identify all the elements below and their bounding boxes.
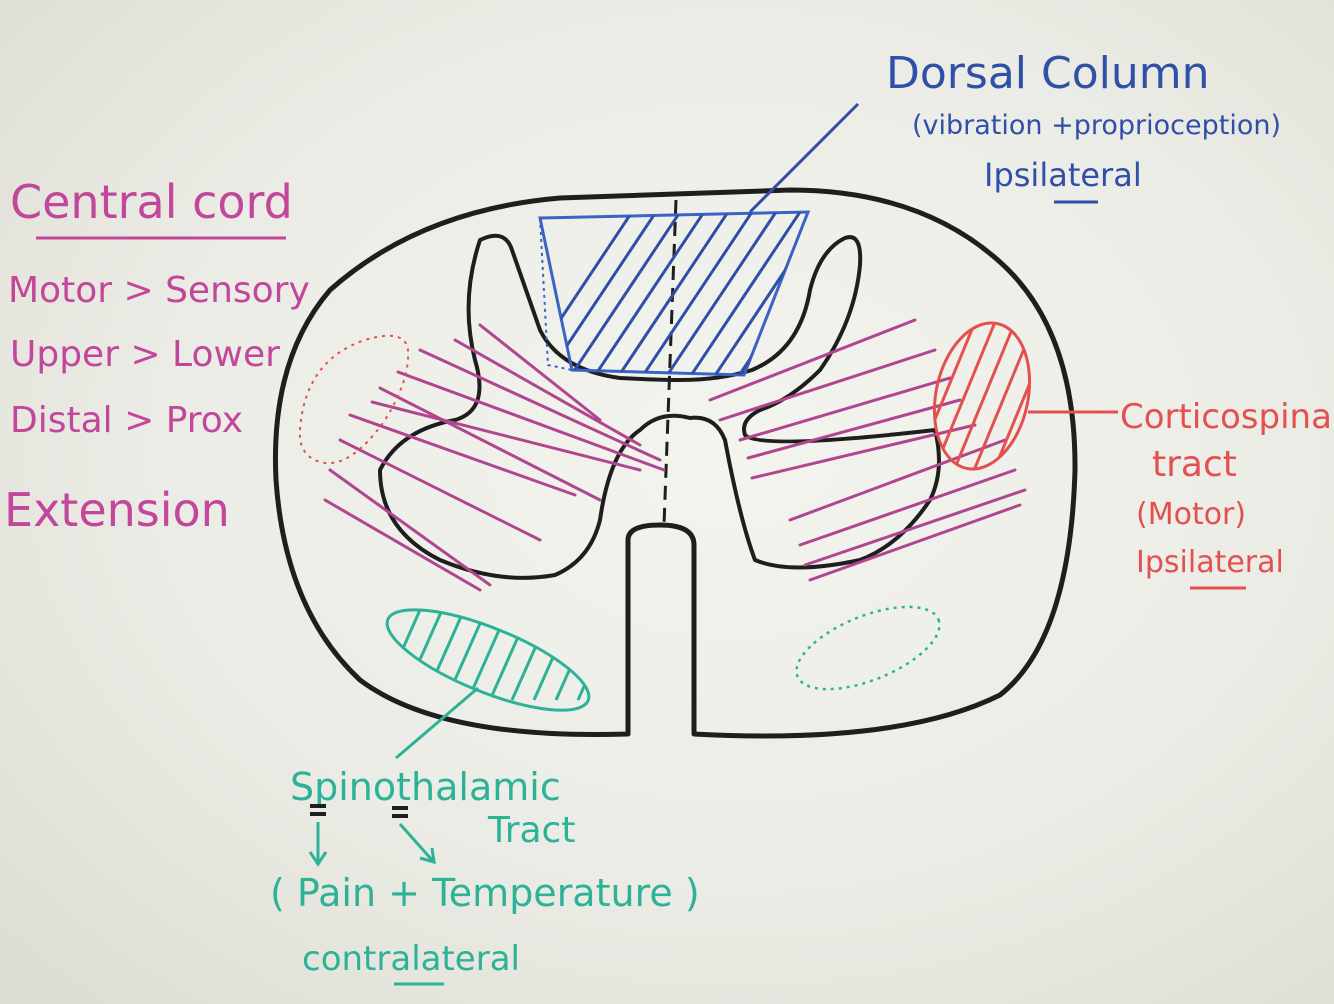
corticospinal-side: Ipsilateral — [1136, 545, 1284, 580]
spinothalamic-hatch-line — [554, 609, 598, 701]
corticospinal-region — [921, 310, 1120, 480]
spinothalamic-hatch-line — [466, 609, 510, 701]
central-cord-stroke — [338, 438, 542, 542]
central-cord-stroke — [348, 413, 577, 497]
central-cord-stroke — [708, 318, 917, 402]
corticospinal-hatch-line — [1028, 314, 1043, 478]
spinothalamic-hatch-line — [400, 609, 444, 701]
spinothalamic-line2: Tract — [487, 810, 575, 851]
central-cord-stroke — [798, 468, 1017, 547]
central-cord-stroke — [746, 398, 962, 460]
spinothalamic-hatch-line — [532, 609, 576, 701]
spinothalamic-hatch-line — [510, 609, 554, 701]
central-cord-stroke — [788, 438, 1007, 522]
spinothalamic-hatch-line — [422, 609, 466, 701]
corticospinal-hatch-line — [948, 314, 1022, 478]
central-cord-stroke — [808, 503, 1022, 582]
central-cord-stroke — [738, 376, 952, 442]
spinothalamic-pointer — [395, 686, 479, 760]
dorsal-hatch-line — [806, 212, 808, 375]
right-spinothalamic-outline — [795, 605, 941, 691]
dorsal-hatch-line — [662, 212, 786, 375]
spinal-cord-outline — [272, 187, 1078, 739]
dorsal-hatch-line — [590, 212, 714, 375]
corticospinal-detail: (Motor) — [1136, 497, 1246, 532]
corticospinal-title: Corticospinal — [1120, 397, 1334, 437]
central-cord-item-3: Distal > Prox — [10, 400, 243, 441]
spinothalamic-arrows — [310, 804, 408, 818]
dorsal-column-detail: (vibration +proprioception) — [912, 110, 1281, 141]
dorsal-hatch-line — [614, 212, 738, 375]
dorsal-column-title: Dorsal Column — [886, 48, 1210, 99]
central-cord-title: Central cord — [10, 175, 293, 229]
central-cord-item-2: Upper > Lower — [10, 334, 280, 375]
corticospinal-hatch-line — [988, 314, 1043, 478]
central-cord-stroke — [378, 386, 602, 502]
central-cord-stroke — [418, 348, 662, 462]
dorsal-hatch-line — [540, 212, 642, 375]
dorsal-hatch-line — [832, 200, 952, 380]
central-cord-item-1: Motor > Sensory — [8, 270, 310, 311]
dorsal-hatch-line — [638, 212, 762, 375]
spinothalamic-hatch-line — [576, 609, 601, 701]
dorsal-hatch-line — [686, 212, 808, 375]
grey-matter-outline — [378, 233, 941, 580]
dorsal-hatch-line — [542, 212, 666, 375]
central-cord-item-4: Extension — [4, 483, 230, 537]
spinothalamic-title: Spinothalamic — [290, 765, 561, 809]
dorsal-hatch-line — [710, 212, 808, 375]
central-cord-stroke — [803, 488, 1027, 567]
left-corticospinal-outline — [298, 334, 410, 465]
central-cord-stroke — [396, 370, 666, 472]
spinothalamic-side: contralateral — [302, 939, 520, 979]
central-cord-stroke — [750, 423, 977, 480]
spinothalamic-hatch-line — [598, 609, 601, 701]
central-cord-stroke — [323, 498, 482, 592]
dorsal-column-side: Ipsilateral — [984, 156, 1142, 194]
spinothalamic-hatch-line — [488, 609, 532, 701]
central-cord-stroke — [453, 338, 642, 447]
arrow-marks — [308, 822, 436, 867]
central-cord-stroke — [718, 348, 937, 422]
central-cord-lines — [323, 318, 1027, 592]
corticospinal-hatch-line — [1050, 310, 1120, 480]
central-cord-stroke — [328, 468, 492, 587]
dorsal-column-region — [538, 200, 952, 380]
corticospinal-line2: tract — [1152, 444, 1237, 485]
spinothalamic-detail: ( Pain + Temperature ) — [270, 871, 700, 915]
dorsal-column-pointer — [748, 102, 860, 214]
dorsal-hatch-line — [566, 212, 690, 375]
central-cord-stroke — [370, 400, 642, 472]
central-cord-stroke — [478, 323, 602, 422]
midline — [662, 199, 678, 526]
